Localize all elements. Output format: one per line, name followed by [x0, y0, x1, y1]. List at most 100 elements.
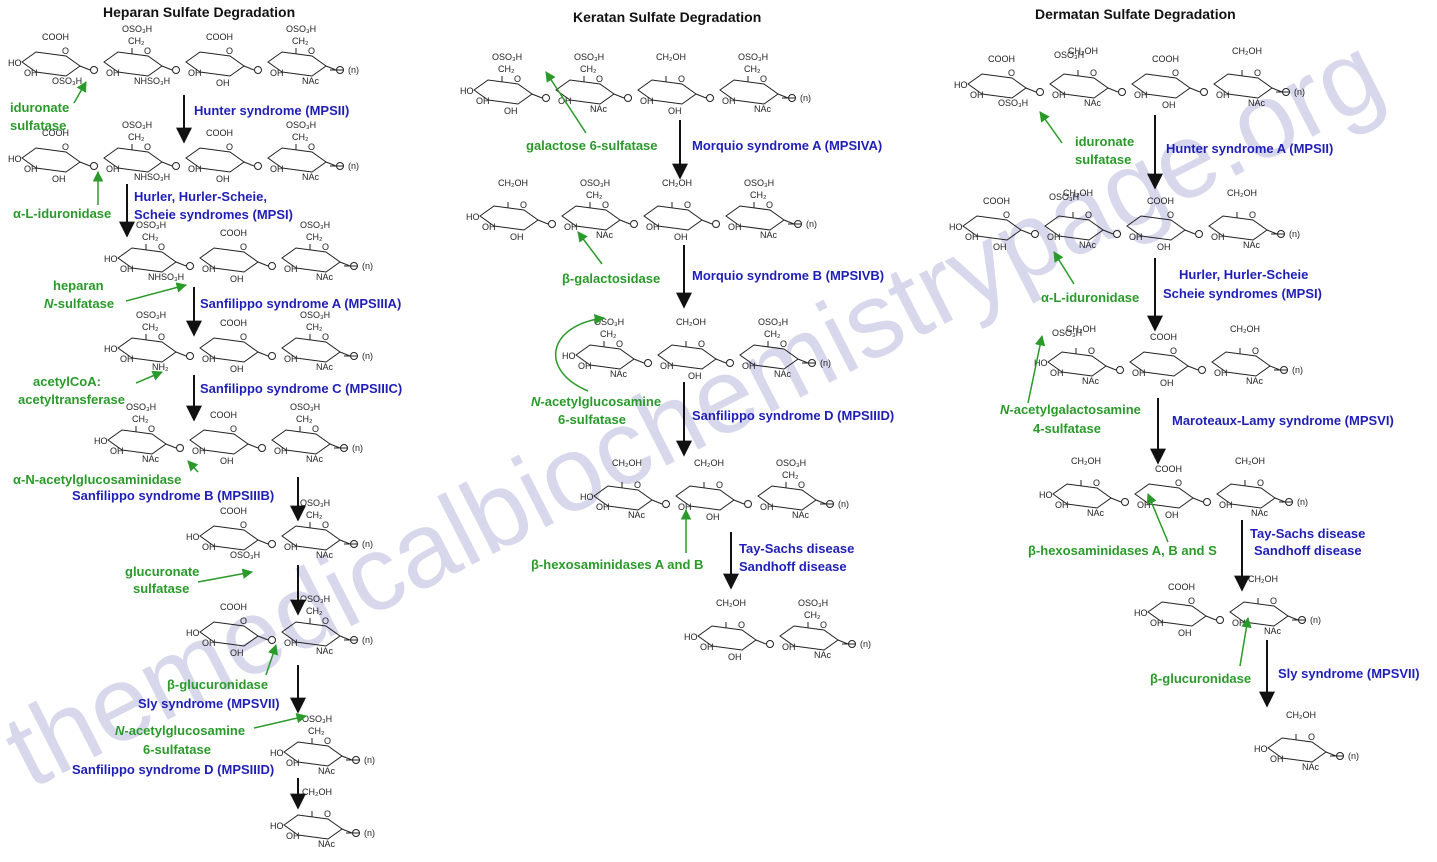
c6-substituent-label: OSO₃H	[744, 178, 774, 188]
enzyme-arrow-hs-8	[253, 713, 308, 729]
carboxyl-label: COOH	[220, 228, 247, 238]
structure-2-1: HOOCOOHOHOHOCH₂OHOHNAcOSO₃HOCOOHOHOHOCH₂…	[949, 188, 1300, 252]
hydroxyl-label: OH	[742, 361, 756, 371]
c6-substituent-label: OSO₃H	[758, 317, 788, 327]
hydroxyl-label: OH	[1178, 628, 1192, 638]
hydroxyl-label: OH	[674, 232, 688, 242]
methylene-label: CH₂	[128, 132, 145, 142]
nac-label: NAc	[316, 550, 334, 560]
glycosidic-bond	[715, 358, 727, 364]
carboxyl-label: COOH	[1147, 196, 1174, 206]
hydroxyl-label: OH	[564, 222, 578, 232]
enzyme-ks-glcnac6s-suffix: -acetylglucosamine	[540, 394, 662, 409]
enzyme-galnac4s-n: N	[1000, 402, 1010, 417]
nac-label: NAc	[142, 454, 160, 464]
glycosidic-oxygen	[186, 262, 194, 270]
repeat-n-label: (n)	[364, 755, 375, 765]
enzyme-heparan-line2: N-sulfatase	[44, 295, 114, 313]
glycosidic-bond	[1020, 229, 1032, 235]
enzyme-arrow-hs-1	[73, 81, 87, 104]
hydroxyl-label: HO	[466, 212, 480, 222]
enzyme-arrow-hs-3	[125, 282, 188, 302]
hydroxyl-label: OH	[1047, 232, 1061, 242]
nac-label: NAc	[792, 510, 810, 520]
structure-1-2: HOOOSO₃HCH₂OHNAcOCH₂OHOHOHOOSO₃HCH₂OHNAc…	[562, 317, 831, 381]
ring-oxygen-label: O	[514, 74, 521, 84]
nac-label: NAc	[316, 362, 334, 372]
ring-oxygen-label: O	[62, 142, 69, 152]
c4-sulfate-label: OSO₃H	[1052, 328, 1082, 338]
enzyme-beta-glucuronidase: β-glucuronidase	[167, 677, 269, 692]
hydroxyl-label: OH	[1129, 232, 1143, 242]
ring-oxygen-label: O	[324, 736, 331, 746]
ring-oxygen-label: O	[158, 242, 165, 252]
enzyme-galnac4s-line2: 4-sulfatase	[1033, 421, 1101, 436]
ring-oxygen-label: O	[1093, 478, 1100, 488]
glycosidic-oxygen	[1116, 366, 1124, 374]
nac-label: NAc	[1248, 98, 1266, 108]
nac-label: NAc	[596, 230, 614, 240]
hydroxyl-label: HO	[104, 344, 118, 354]
ring-oxygen-label: O	[226, 46, 233, 56]
nac-label: NAc	[754, 104, 772, 114]
hydroxyl-label: OH	[24, 68, 38, 78]
enzyme-alpha-n-acetylglucosaminidase: α-N-acetylglucosaminidase	[13, 472, 182, 487]
enzyme-arrow-ds-5	[1239, 616, 1252, 667]
c6-substituent-label: OSO₃H	[594, 317, 624, 327]
nac-label: NAc	[628, 510, 646, 520]
repeat-n-label: (n)	[820, 358, 831, 368]
glycosidic-bond	[1287, 615, 1299, 621]
c6-substituent-label: CH₂OH	[1230, 324, 1260, 334]
hydroxyl-label: OH	[646, 222, 660, 232]
disease-ks-sandhoff: Sandhoff disease	[739, 559, 847, 574]
hydroxyl-label: OH	[52, 174, 66, 184]
c6-substituent-label: OSO₃H	[798, 598, 828, 608]
c6-substituent-label: CH₂OH	[656, 52, 686, 62]
repeat-n-label: (n)	[806, 219, 817, 229]
methylene-label: CH₂	[498, 64, 515, 74]
carboxyl-label: COOH	[1150, 332, 1177, 342]
ring-oxygen-label: O	[760, 74, 767, 84]
glycosidic-bond	[243, 65, 255, 71]
ring-oxygen-label: O	[1308, 732, 1315, 742]
glycosidic-bond	[619, 219, 631, 225]
ring-oxygen-label: O	[1008, 68, 1015, 78]
glycosidic-oxygen	[712, 220, 720, 228]
glycosidic-bond	[1325, 751, 1337, 757]
ring-oxygen-label: O	[308, 142, 315, 152]
hydroxyl-label: OH	[504, 106, 518, 116]
glycosidic-oxygen	[254, 66, 262, 74]
glycosidic-oxygen	[726, 359, 734, 367]
ring-oxygen-label: O	[324, 809, 331, 819]
glycosidic-bond	[257, 539, 269, 545]
glycosidic-oxygen	[90, 66, 98, 74]
c6-substituent-label: OSO₃H	[122, 120, 152, 130]
hydroxyl-label: HO	[1034, 358, 1048, 368]
c6-substituent-label: CH₂OH	[1068, 46, 1098, 56]
glycosidic-oxygen	[1198, 366, 1206, 374]
ring-oxygen-label: O	[634, 480, 641, 490]
ring-oxygen-label: O	[716, 480, 723, 490]
glycosidic-bond	[339, 261, 351, 267]
enzyme-heparan-suffix: -sulfatase	[53, 296, 115, 311]
hydroxyl-label: OH	[1214, 368, 1228, 378]
glycosidic-oxygen	[1118, 88, 1126, 96]
disease-hurler-line2: Scheie syndromes (MPSI)	[134, 207, 293, 222]
repeat-n-label: (n)	[1348, 751, 1359, 761]
hydroxyl-label: OH	[202, 354, 216, 364]
glycosidic-oxygen	[258, 444, 266, 452]
carboxyl-label: COOH	[983, 196, 1010, 206]
ring-oxygen-label: O	[1090, 68, 1097, 78]
enzyme-arrows	[73, 71, 1252, 729]
c6-substituent-label: CH₂OH	[676, 317, 706, 327]
c6-substituent-label: OSO₃H	[300, 220, 330, 230]
title-dermatan-sulfate: Dermatan Sulfate Degradation	[1035, 6, 1236, 22]
hydroxyl-label: HO	[460, 86, 474, 96]
hydroxyl-label: OH	[965, 232, 979, 242]
enzyme-glcnac6s-n: N	[115, 723, 125, 738]
disease-ds-sandhoff: Sandhoff disease	[1254, 543, 1362, 558]
hydroxyl-label: HO	[8, 58, 22, 68]
